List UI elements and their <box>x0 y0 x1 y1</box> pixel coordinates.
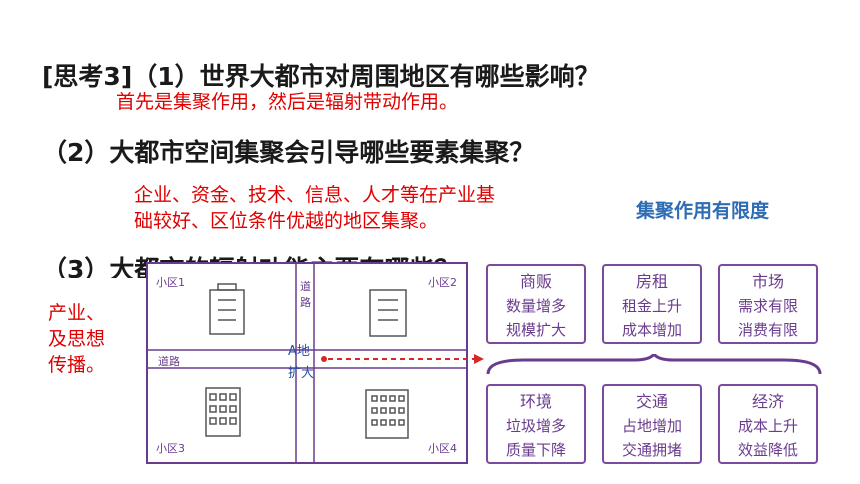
question-2-answer-line1: 企业、资金、技术、信息、人才等在产业基 <box>134 184 496 206</box>
question-3-answer-line3: 传播。 <box>48 354 106 376</box>
question-3-answer-line1: 产业、 <box>48 302 106 324</box>
question-2-title: （2）大都市空间集聚会引导哪些要素集聚？ <box>42 138 535 167</box>
question-3-answer-line2: 及思想 <box>48 328 106 350</box>
road-vertical-label-1: 道 <box>300 280 311 293</box>
box-traffic: 交通 占地增加 交通拥堵 <box>602 384 702 464</box>
dashed-arrow-icon <box>321 354 484 364</box>
box-market: 市场 需求有限 消费有限 <box>718 264 818 344</box>
map-roads <box>148 264 466 462</box>
district-1-label: 小区1 <box>156 276 185 289</box>
box-rent: 房租 租金上升 成本增加 <box>602 264 702 344</box>
box-vendors: 商贩 数量增多 规模扩大 <box>486 264 586 344</box>
question-1-title: [思考3]（1）世界大都市对周围地区有哪些影响？ <box>42 62 600 91</box>
road-vertical-label-2: 路 <box>300 296 311 309</box>
expand-label-1: A地 <box>288 344 310 359</box>
district-2-label: 小区2 <box>428 276 457 289</box>
district-map: 小区1 小区2 小区3 小区4 道路 道 路 A地 扩大 <box>146 262 468 464</box>
road-horizontal-label: 道路 <box>158 355 180 368</box>
brace-icon <box>486 354 822 375</box>
limit-note: 集聚作用有限度 <box>636 200 770 222</box>
district-3-label: 小区3 <box>156 442 185 455</box>
question-1-answer: 首先是集聚作用，然后是辐射带动作用。 <box>116 91 459 113</box>
box-economy: 经济 成本上升 效益降低 <box>718 384 818 464</box>
question-2-answer-line2: 础较好、区位条件优越的地区集聚。 <box>134 210 439 232</box>
expand-label-2: 扩大 <box>288 366 315 381</box>
district-4-label: 小区4 <box>428 442 457 455</box>
box-environment: 环境 垃圾增多 质量下降 <box>486 384 586 464</box>
